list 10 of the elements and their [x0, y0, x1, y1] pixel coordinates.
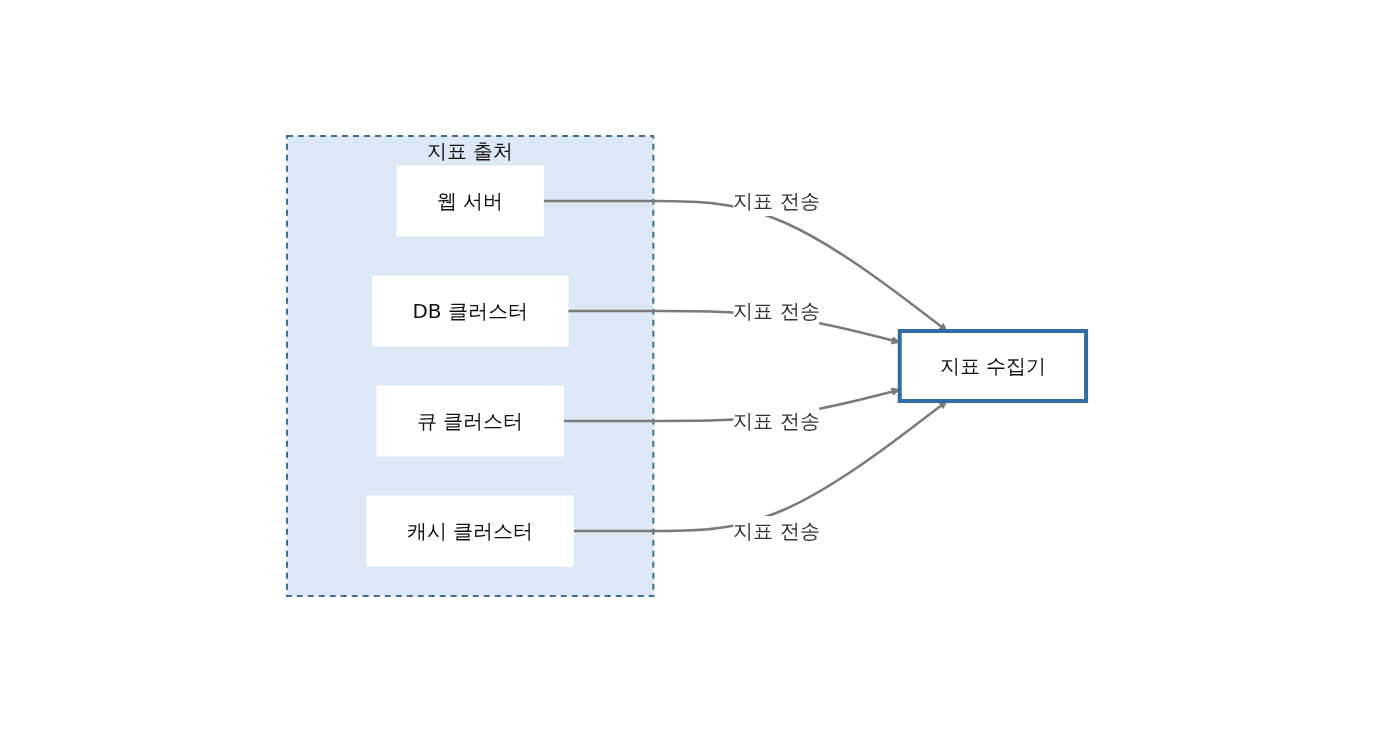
node-box: 캐시 클러스터 [366, 495, 575, 567]
edge-label: 지표 전송 [733, 519, 821, 543]
node-box: 웹 서버 [396, 165, 545, 237]
edge-label: 지표 전송 [733, 299, 821, 323]
node-box: 큐 클러스터 [376, 385, 565, 457]
node-box: DB 클러스터 [372, 275, 569, 347]
node-box: 지표 수집기 [898, 329, 1089, 403]
arrow [543, 199, 948, 332]
edge-label: 지표 전송 [733, 409, 821, 433]
edge-label: 지표 전송 [733, 189, 821, 213]
